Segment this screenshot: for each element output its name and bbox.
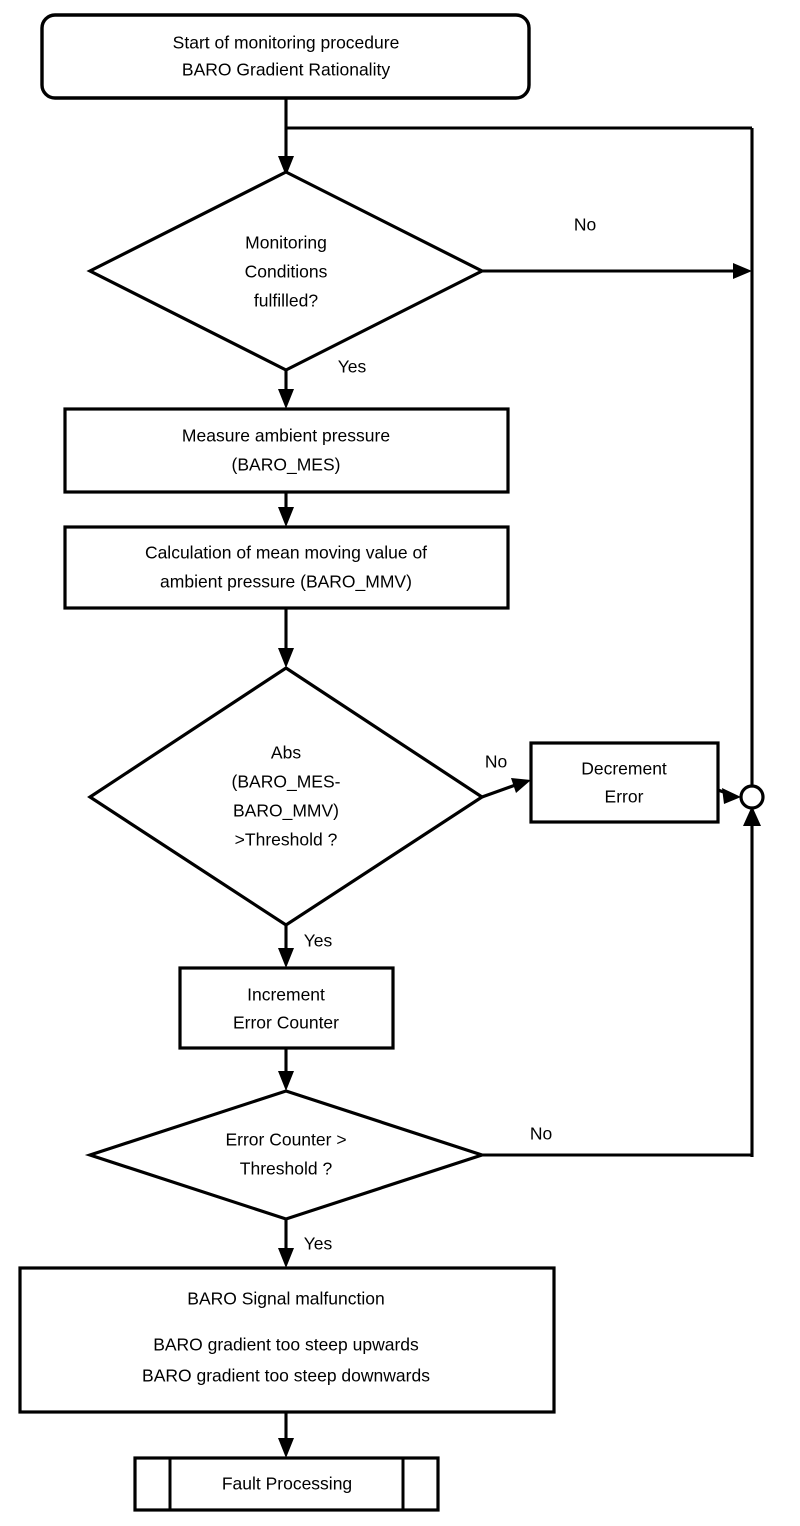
- edge-conditions-yes: [278, 370, 294, 409]
- node-decrement-error[interactable]: Decrement Error: [529, 741, 720, 824]
- edge-measure-to-calculation: [278, 492, 294, 527]
- edge-malfunction-to-fault-processing: [278, 1412, 294, 1458]
- node-calculation-line2: ambient pressure (BARO_MMV): [160, 572, 412, 593]
- edge-increment-to-counter: [278, 1048, 294, 1091]
- edge-label-conditions-no: No: [574, 215, 596, 235]
- node-calculation-line1: Calculation of mean moving value of: [145, 543, 427, 563]
- node-decision-counter-line2: Threshold ?: [240, 1159, 333, 1179]
- node-decision-counter-line1: Error Counter >: [225, 1130, 346, 1150]
- node-decision-threshold-line2: (BARO_MES-: [232, 772, 341, 793]
- node-start-line1: Start of monitoring procedure: [173, 33, 400, 53]
- edge-feedback-return-spine: [286, 126, 754, 1157]
- node-measure-line2: (BARO_MES): [232, 455, 341, 476]
- node-decision-threshold-line1: Abs: [271, 743, 301, 763]
- edge-label-counter-yes: Yes: [304, 1234, 333, 1254]
- edge-label-threshold-yes: Yes: [304, 931, 333, 951]
- edge-label-counter-no: No: [530, 1124, 552, 1144]
- node-increment-error-counter[interactable]: Increment Error Counter: [178, 966, 395, 1050]
- node-increment-line1: Increment: [247, 985, 325, 1005]
- node-decrement-error-line2: Error: [605, 787, 644, 807]
- node-start[interactable]: Start of monitoring procedure BARO Gradi…: [40, 13, 531, 100]
- node-fault-processing-label: Fault Processing: [222, 1474, 352, 1494]
- node-decision-threshold-line3: BARO_MMV): [233, 801, 339, 822]
- node-decision-conditions-line1: Monitoring: [245, 233, 327, 253]
- edge-conditions-no: [482, 263, 752, 279]
- edge-label-conditions-yes: Yes: [338, 357, 367, 377]
- node-calculation[interactable]: Calculation of mean moving value of ambi…: [63, 525, 510, 610]
- edge-start-to-conditions: [278, 98, 294, 176]
- node-malfunction-line1: BARO Signal malfunction: [187, 1289, 384, 1309]
- node-malfunction-line3: BARO gradient too steep downwards: [142, 1366, 430, 1386]
- node-decision-threshold-line4: >Threshold ?: [235, 830, 338, 850]
- edge-calculation-to-threshold: [278, 608, 294, 668]
- merge-junction-circle: [739, 784, 765, 810]
- edge-decrement-to-junction: [717, 788, 741, 804]
- node-start-line2: BARO Gradient Rationality: [182, 60, 390, 80]
- edge-label-threshold-no: No: [485, 752, 507, 772]
- node-decision-threshold[interactable]: Abs (BARO_MES- BARO_MMV) >Threshold ?: [87, 666, 485, 927]
- node-decision-counter[interactable]: Error Counter > Threshold ?: [84, 1089, 488, 1221]
- edge-threshold-yes: [278, 925, 294, 968]
- node-measure[interactable]: Measure ambient pressure (BARO_MES): [63, 407, 510, 494]
- node-decision-conditions-line2: Conditions: [245, 262, 328, 282]
- node-decrement-error-line1: Decrement: [581, 759, 667, 779]
- node-malfunction-line2: BARO gradient too steep upwards: [153, 1335, 419, 1355]
- node-decision-conditions[interactable]: Monitoring Conditions fulfilled?: [86, 170, 486, 372]
- edge-threshold-no: [481, 778, 531, 799]
- node-decision-conditions-line3: fulfilled?: [254, 291, 318, 311]
- node-malfunction[interactable]: BARO Signal malfunction BARO gradient to…: [18, 1266, 556, 1414]
- edge-counter-yes: [278, 1219, 294, 1268]
- node-measure-line1: Measure ambient pressure: [182, 426, 390, 446]
- edge-spine-into-junction: [743, 806, 761, 826]
- node-fault-processing[interactable]: Fault Processing: [133, 1456, 440, 1512]
- node-increment-line2: Error Counter: [233, 1013, 339, 1033]
